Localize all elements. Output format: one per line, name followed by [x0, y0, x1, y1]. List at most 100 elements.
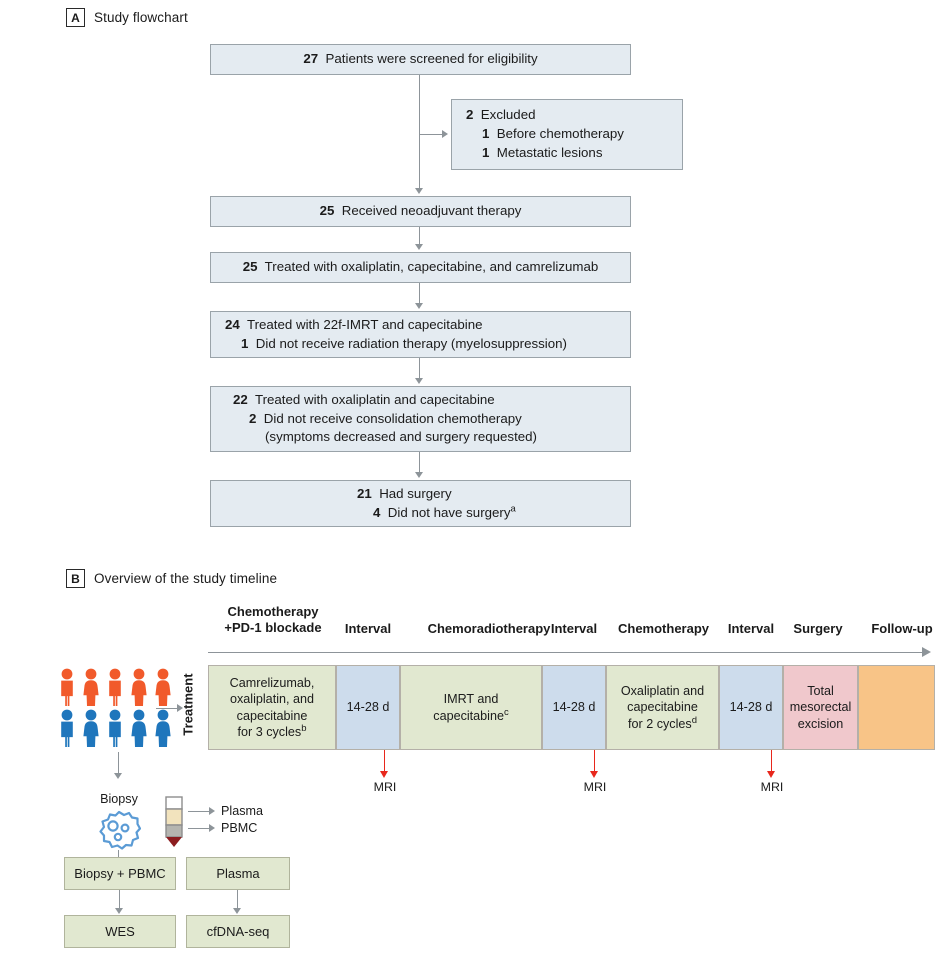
treatment-box-text: IMRT and capecitabine — [433, 692, 504, 723]
treatment-box-camrelizumab: Camrelizumab, oxaliplatin, and capecitab… — [208, 665, 336, 750]
treatment-box-text: 14-28 d — [552, 700, 596, 715]
treatment-box-tme: Total mesorectal excision — [783, 665, 858, 750]
mri-marker-line-1 — [384, 750, 386, 773]
screened-text: Patients were screened for eligibility — [325, 51, 538, 67]
flow-box-chemo: 25 Treated with oxaliplatin, capecitabin… — [210, 252, 631, 283]
connector-to-radiation — [419, 283, 421, 304]
phase-label-chemotherapy: Chemotherapy — [617, 621, 710, 636]
treatment-box-text: 14-28 d — [729, 700, 773, 715]
radiation-sub1-count: 1 — [241, 335, 249, 351]
arrow-to-consolidation — [415, 378, 423, 384]
panel-a-letter: A — [66, 8, 85, 27]
connector-to-consolidation — [419, 358, 421, 379]
mri-marker-line-3 — [771, 750, 773, 773]
treatment-box-interval-3: 14-28 d — [719, 665, 783, 750]
excluded-count: 2 — [466, 107, 474, 123]
assay-box-cfdna-seq: cfDNA-seq — [186, 915, 290, 948]
biopsy-label: Biopsy — [100, 792, 138, 806]
flow-box-excluded: 2 Excluded 1 Before chemotherapy 1 Metas… — [451, 99, 683, 170]
phase-label-line1: Chemotherapy — [227, 604, 319, 619]
arrow-pbmc-head — [209, 824, 215, 832]
chemo-text: Treated with oxaliplatin, capecitabine, … — [264, 259, 599, 275]
excluded-sub2-count: 1 — [482, 144, 490, 160]
excluded-sub1-count: 1 — [482, 126, 490, 142]
phase-label-interval-3: Interval — [727, 621, 775, 636]
mri-label-2: MRI — [583, 780, 607, 794]
mri-label-1: MRI — [373, 780, 397, 794]
patient-icons-row-blue — [61, 709, 171, 747]
timeline-axis-arrow — [922, 647, 931, 657]
arrow-patients-to-biopsy-line — [118, 752, 120, 774]
treatment-box-footnote: b — [301, 722, 307, 734]
biopsy-cell-icon — [99, 810, 141, 850]
patient-icons-group — [61, 668, 171, 747]
mri-marker-arrow-1 — [380, 771, 388, 778]
radiation-count: 24 — [225, 316, 240, 332]
excluded-text: Excluded — [480, 107, 536, 123]
panel-a-header: A Study flowchart — [66, 8, 188, 27]
arrow-pbmc-line — [188, 828, 210, 830]
arrow-to-wes-head — [115, 908, 123, 914]
flow-box-radiation: 24 Treated with 22f-IMRT and capecitabin… — [210, 311, 631, 358]
sample-box-biopsy-pbmc: Biopsy + PBMC — [64, 857, 176, 890]
neoadjuvant-count: 25 — [319, 203, 335, 219]
consolidation-sub1-count: 2 — [249, 410, 257, 426]
treatment-box-imrt: IMRT and capecitabinec — [400, 665, 542, 750]
surgery-sub1-text: Did not have surgery — [387, 504, 511, 520]
arrow-to-cfdna-head — [233, 908, 241, 914]
surgery-sub1-count: 4 — [373, 504, 381, 520]
radiation-sub1-text: Did not receive radiation therapy (myelo… — [255, 335, 567, 351]
treatment-box-interval-1: 14-28 d — [336, 665, 400, 750]
consolidation-count: 22 — [233, 391, 248, 407]
panel-a-study-flowchart: A Study flowchart 27 Patients were scree… — [66, 8, 683, 527]
flow-box-surgery: 21 Had surgery 4 Did not have surgerya — [210, 480, 631, 527]
treatment-box-text: Oxaliplatin and capecitabine for 2 cycle… — [620, 683, 705, 731]
phase-label-surgery: Surgery — [793, 621, 843, 636]
tube-label-plasma: Plasma — [221, 804, 263, 818]
treatment-box-text: 14-28 d — [346, 700, 390, 715]
arrow-patients-to-treatment-line — [156, 708, 178, 710]
assay-box-wes: WES — [64, 915, 176, 948]
panel-b-title: Overview of the study timeline — [94, 571, 278, 586]
neoadjuvant-text: Received neoadjuvant therapy — [341, 203, 522, 219]
phase-label-followup: Follow-up — [871, 621, 933, 636]
connector-to-chemo — [419, 227, 421, 245]
phase-label-line2: +PD-1 blockade — [224, 620, 322, 636]
treatment-box-interval-2: 14-28 d — [542, 665, 606, 750]
treatment-box-text: Camrelizumab, oxaliplatin, and capecitab… — [229, 675, 315, 739]
phase-label-interval-1: Interval — [344, 621, 392, 636]
blood-collection-tube-icon — [165, 796, 183, 847]
flow-box-screened: 27 Patients were screened for eligibilit… — [210, 44, 631, 75]
sample-box-plasma: Plasma — [186, 857, 290, 890]
panel-b-study-timeline: B Overview of the study timeline Chemoth… — [0, 560, 951, 954]
panel-b-letter: B — [66, 569, 85, 588]
phase-label-chemotherapy-pd1: Chemotherapy +PD-1 blockade — [210, 604, 336, 637]
treatment-box-followup — [858, 665, 935, 750]
chemo-count: 25 — [242, 259, 258, 275]
treatment-box-oxaliplatin: Oxaliplatin and capecitabine for 2 cycle… — [606, 665, 719, 750]
connector-to-surgery — [419, 452, 421, 473]
treatment-box-text: Total mesorectal excision — [789, 683, 852, 731]
panel-a-title: Study flowchart — [94, 10, 188, 25]
consolidation-sub1-text: Did not receive consolidation chemothera… — [263, 410, 522, 426]
surgery-text: Had surgery — [379, 485, 452, 501]
consolidation-text: Treated with oxaliplatin and capecitabin… — [254, 391, 495, 407]
arrow-to-surgery — [415, 472, 423, 478]
arrow-plasma-head — [209, 807, 215, 815]
excluded-sub1-text: Before chemotherapy — [496, 126, 624, 142]
arrow-plasma-line — [188, 811, 210, 813]
treatment-box-footnote: c — [503, 706, 509, 718]
arrow-patients-to-treatment-head — [177, 704, 183, 712]
patient-icons-row-orange — [61, 668, 171, 706]
connector-to-excluded — [419, 134, 443, 136]
screened-count: 27 — [303, 51, 319, 67]
arrow-to-cfdna-line — [237, 890, 239, 910]
arrow-biopsy-to-sample-line — [118, 850, 120, 863]
surgery-footnote-marker: a — [510, 503, 516, 515]
arrow-to-wes-line — [119, 890, 121, 910]
mri-label-3: MRI — [760, 780, 784, 794]
surgery-count: 21 — [357, 485, 372, 501]
arrow-patients-to-biopsy-head — [114, 773, 122, 779]
mri-marker-arrow-2 — [590, 771, 598, 778]
arrow-to-excluded — [442, 130, 448, 138]
